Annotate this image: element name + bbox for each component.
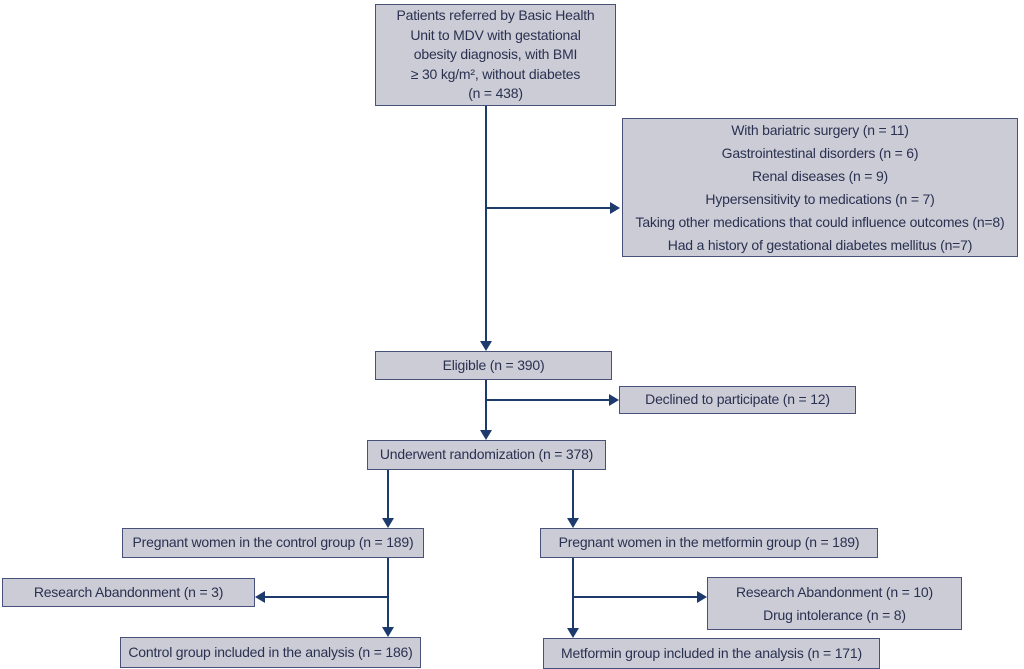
box-referred-patients: Patients referred by Basic Health Unit t… (375, 4, 616, 106)
box-eligible: Eligible (n = 390) (375, 351, 612, 380)
connector-randomization-to-metformin (572, 470, 574, 519)
connector-control-to-included (387, 558, 389, 628)
box-declined-to-participate: Declined to participate (n = 12) (619, 386, 856, 414)
box-control-group: Pregnant women in the control group (n =… (122, 528, 424, 558)
arrowhead-down-icon (382, 518, 394, 528)
arrowhead-right-icon (610, 202, 620, 214)
connector-randomization-to-control (387, 470, 389, 519)
arrowhead-left-icon (255, 591, 265, 603)
connector-to-exclusions (486, 207, 610, 209)
box-underwent-randomization: Underwent randomization (n = 378) (367, 440, 606, 470)
box-metformin-research-abandonment: Research Abandonment (n = 10) Drug intol… (707, 577, 962, 630)
box-exclusion-reasons: With bariatric surgery (n = 11) Gastroin… (622, 118, 1018, 257)
arrowhead-down-icon (382, 627, 394, 637)
connector-to-declined (486, 399, 609, 401)
box-metformin-included-analysis: Metformin group included in the analysis… (543, 638, 880, 669)
connector-eligible-to-randomization (485, 380, 487, 431)
connector-to-control-abandonment (265, 596, 389, 598)
arrowhead-down-icon (480, 341, 492, 351)
box-control-research-abandonment: Research Abandonment (n = 3) (2, 578, 255, 607)
arrowhead-down-icon (480, 430, 492, 440)
box-metformin-group: Pregnant women in the metformin group (n… (540, 528, 878, 558)
connector-to-metformin-abandonment (573, 596, 697, 598)
arrowhead-down-icon (567, 518, 579, 528)
connector-referred-to-eligible (485, 106, 487, 341)
connector-metformin-to-included (572, 558, 574, 629)
arrowhead-right-icon (697, 591, 707, 603)
arrowhead-down-icon (567, 628, 579, 638)
box-control-included-analysis: Control group included in the analysis (… (120, 637, 421, 668)
arrowhead-right-icon (609, 394, 619, 406)
